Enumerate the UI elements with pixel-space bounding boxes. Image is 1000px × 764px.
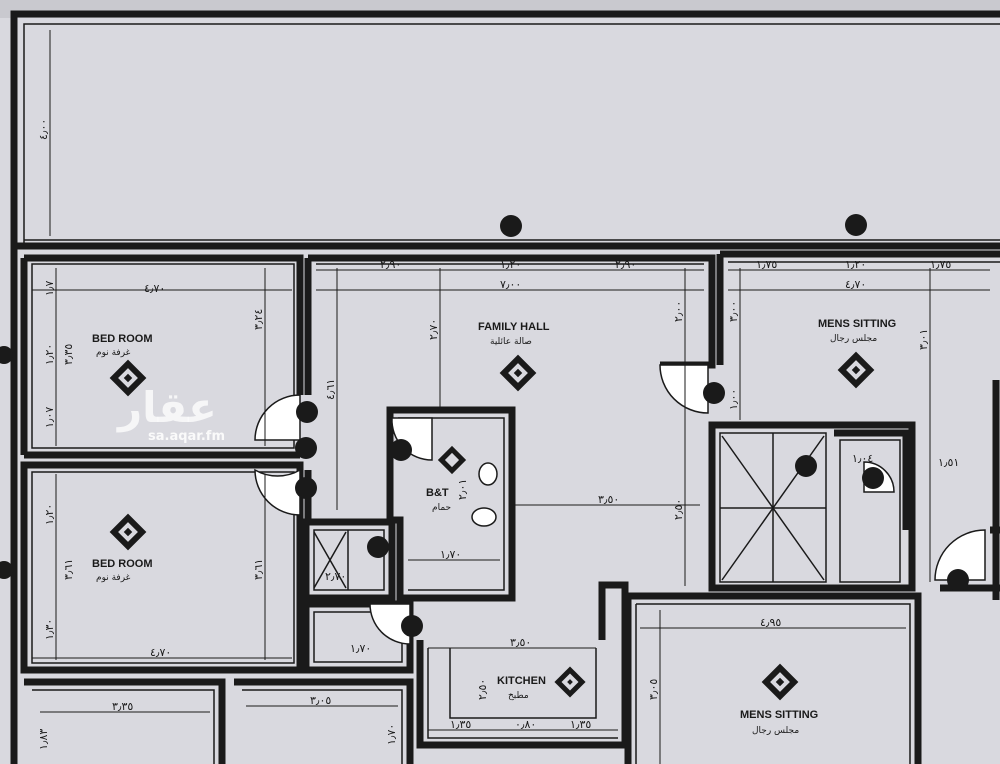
- dim-label: ١٫٣٥: [450, 718, 471, 731]
- room-label-bed1: BED ROOM: [92, 333, 153, 345]
- dim-label: ١٫٧: [43, 281, 56, 296]
- toilet-icon: [478, 462, 498, 486]
- door-icon: [367, 536, 389, 558]
- dim-label: ٤٫٧٠: [845, 278, 866, 291]
- dim-label: ١٫٧٠: [385, 724, 398, 745]
- bedroom-1: [20, 254, 304, 459]
- dim-label: ١٫٢٠: [43, 504, 56, 525]
- dim-label: ٤٫٧٠: [144, 282, 165, 295]
- dim-label: ٤٫٦١: [324, 379, 337, 400]
- mens-sitting-2: [624, 380, 1000, 764]
- dim-label: ١٫٥١: [938, 456, 959, 469]
- door-icon: [862, 467, 884, 489]
- dim-label: ٤٫٧٠: [150, 646, 171, 659]
- dim-label: ٣٫٣٥: [62, 344, 75, 365]
- toilet-icon: [471, 507, 497, 527]
- dim-label: ٧٫٠٠: [500, 278, 521, 291]
- room-label-mens2: MENS SITTING: [740, 709, 818, 721]
- room-label-family: FAMILY HALL: [478, 321, 550, 333]
- room-label-bath-ar: حمام: [432, 503, 451, 513]
- room-label-bed2-ar: غرفة نوم: [96, 573, 131, 583]
- dim-label: ٠٫٨٠: [515, 718, 536, 731]
- dim-label: ٣٫٥٠: [598, 493, 619, 506]
- room-label-bed2: BED ROOM: [92, 558, 153, 570]
- door-icon: [296, 401, 318, 423]
- door-icon: [401, 615, 423, 637]
- dim-label: ٣٫٣٥: [112, 700, 133, 713]
- dim-label: ٣٫٠١: [917, 329, 930, 350]
- dimension-lines: [32, 30, 990, 764]
- dim-label: ٣٫٠٥: [647, 679, 660, 700]
- room-label-kitchen: KITCHEN: [497, 675, 546, 687]
- bottom-rooms: [24, 678, 414, 764]
- door-icon: [703, 382, 725, 404]
- door-icon: [295, 477, 317, 499]
- dim-label: ١٫٠٤: [852, 452, 873, 465]
- dim-label: ١٫٧٠: [350, 642, 371, 655]
- room-label-mens1: MENS SITTING: [818, 318, 896, 330]
- dim-label: ١٫٣٥: [570, 718, 591, 731]
- dim-label: ١٫٧٠: [440, 548, 461, 561]
- room-symbol-icon: [109, 513, 147, 551]
- service-core: [708, 421, 916, 592]
- dim-label: ١٫٢٠: [500, 258, 521, 271]
- room-label-bath: B&T: [426, 487, 449, 499]
- outer-walls: [10, 10, 1000, 764]
- watermark-logo: عقار: [116, 383, 217, 432]
- dim-label: ٢٫٩٠: [380, 258, 401, 271]
- dim-label: ١٫٧٥: [756, 258, 777, 271]
- watermark: عقار sa.aqar.fm: [116, 383, 225, 444]
- dim-label: ٣٫٢٤: [252, 309, 265, 330]
- dimension-texts: ٤٫٧٠ ٤٫٧٠ ٢٫٩٠ ١٫٢٠ ٢٫٩٠ ٧٫٠٠ ١٫٧٥ ١٫٢٠ …: [37, 119, 959, 750]
- room-label-family-ar: صالة عائلية: [490, 337, 532, 347]
- dim-label: ٢٫٧٠: [325, 570, 346, 583]
- door-icon: [0, 561, 13, 579]
- room-label-mens2-ar: مجلس رجال: [752, 726, 799, 736]
- watermark-url: sa.aqar.fm: [148, 429, 225, 444]
- dim-label: ١٫٠٧: [43, 407, 56, 428]
- room-label-kitchen-ar: مطبخ: [508, 691, 529, 701]
- dim-label: ٣٫٦١: [62, 559, 75, 580]
- dim-label: ١٫٧٥: [930, 258, 951, 271]
- dim-label: ٤٫٠٠: [37, 119, 50, 140]
- bedroom-2: [20, 461, 304, 674]
- door-icon: [500, 215, 522, 237]
- dim-label: ١٫٢٠: [43, 344, 56, 365]
- door-icon: [0, 346, 13, 364]
- room-symbol-icon: [499, 354, 537, 392]
- door-icon: [795, 455, 817, 477]
- dim-label: ١٫٨٣: [37, 729, 50, 750]
- dim-label: ٢٫٠١: [456, 479, 469, 500]
- room-symbol-icon: [109, 359, 147, 397]
- dim-label: ١٫٣٠: [43, 619, 56, 640]
- door-icon: [295, 437, 317, 459]
- dim-label: ٢٫٩٠: [615, 258, 636, 271]
- dim-label: ٣٫٥٠: [510, 636, 531, 649]
- dim-label: ٢٫٥٠: [476, 679, 489, 700]
- door-icon: [390, 439, 412, 461]
- dim-label: ٣٫٠٠: [727, 301, 740, 322]
- dim-label: ٤٫٩٥: [760, 616, 781, 629]
- dim-label: ١٫٢٠: [845, 258, 866, 271]
- room-label-mens1-ar: مجلس رجال: [830, 334, 877, 344]
- dim-label: ١٫٠٠: [727, 389, 740, 410]
- dim-label: ٣٫٠٥: [310, 694, 331, 707]
- dim-label: ٣٫٦١: [252, 559, 265, 580]
- mens-sitting-1: [716, 250, 1000, 365]
- room-symbol-icon: [837, 351, 875, 389]
- door-markers: [0, 214, 969, 637]
- dim-label: ٢٫٠٠: [672, 301, 685, 322]
- dim-label: ٢٫٥٠: [672, 499, 685, 520]
- room-symbol-icon: [761, 663, 799, 701]
- dim-label: ٢٫٧٠: [427, 319, 440, 340]
- door-icon: [845, 214, 867, 236]
- room-label-bed1-ar: غرفة نوم: [96, 348, 131, 358]
- door-icon: [947, 569, 969, 591]
